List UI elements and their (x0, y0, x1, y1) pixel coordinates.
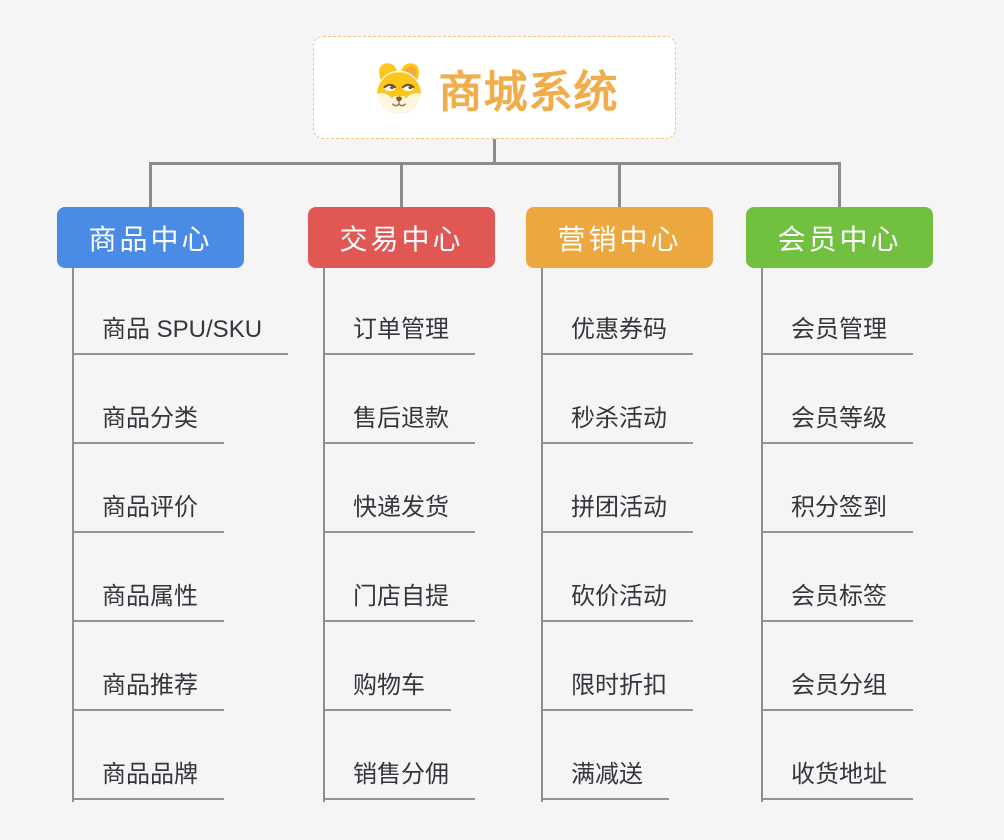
branch-header-product-center[interactable]: 商品中心 (57, 207, 244, 268)
branch-header-marketing-center[interactable]: 营销中心 (526, 207, 713, 268)
root-node[interactable]: 商城系统 (313, 36, 676, 139)
branch-header-member-center[interactable]: 会员中心 (746, 207, 933, 268)
leaf-node[interactable]: 商品评价 (72, 491, 224, 533)
branch-header-trade-center[interactable]: 交易中心 (308, 207, 495, 268)
leaf-node[interactable]: 销售分佣 (323, 758, 475, 800)
leaf-node[interactable]: 砍价活动 (541, 580, 693, 622)
leaf-node[interactable]: 秒杀活动 (541, 402, 693, 444)
branch-marketing-center: 营销中心 优惠券码 秒杀活动 拼团活动 砍价活动 限时折扣 满减送 (526, 207, 776, 802)
dog-face-icon (371, 60, 427, 116)
leaf-node[interactable]: 商品属性 (72, 580, 224, 622)
branch-member-center: 会员中心 会员管理 会员等级 积分签到 会员标签 会员分组 收货地址 (746, 207, 996, 802)
branch-product-center: 商品中心 商品 SPU/SKU 商品分类 商品评价 商品属性 商品推荐 商品品牌 (57, 207, 307, 802)
leaf-node[interactable]: 会员分组 (761, 669, 913, 711)
branch-spine (72, 268, 74, 802)
leaf-node[interactable]: 售后退款 (323, 402, 475, 444)
leaf-node[interactable]: 满减送 (541, 758, 669, 800)
leaf-node[interactable]: 限时折扣 (541, 669, 693, 711)
leaf-node[interactable]: 拼团活动 (541, 491, 693, 533)
leaf-node[interactable]: 会员等级 (761, 402, 913, 444)
leaf-node[interactable]: 商品推荐 (72, 669, 224, 711)
branch-spine (323, 268, 325, 802)
branch-trade-center: 交易中心 订单管理 售后退款 快递发货 门店自提 购物车 销售分佣 (308, 207, 558, 802)
leaf-node[interactable]: 商品品牌 (72, 758, 224, 800)
leaf-node[interactable]: 门店自提 (323, 580, 475, 622)
leaf-node[interactable]: 优惠券码 (541, 313, 693, 355)
leaf-node[interactable]: 快递发货 (323, 491, 475, 533)
branch-spine (761, 268, 763, 802)
leaf-node[interactable]: 会员标签 (761, 580, 913, 622)
branch-spine (541, 268, 543, 802)
root-title: 商城系统 (438, 67, 619, 117)
leaf-node[interactable]: 收货地址 (761, 758, 913, 800)
leaf-node[interactable]: 订单管理 (323, 313, 475, 355)
leaf-node[interactable]: 积分签到 (761, 491, 913, 533)
leaf-node[interactable]: 商品 SPU/SKU (72, 313, 289, 355)
leaf-node[interactable]: 商品分类 (72, 402, 224, 444)
leaf-node[interactable]: 购物车 (323, 669, 451, 711)
leaf-node[interactable]: 会员管理 (761, 313, 913, 355)
